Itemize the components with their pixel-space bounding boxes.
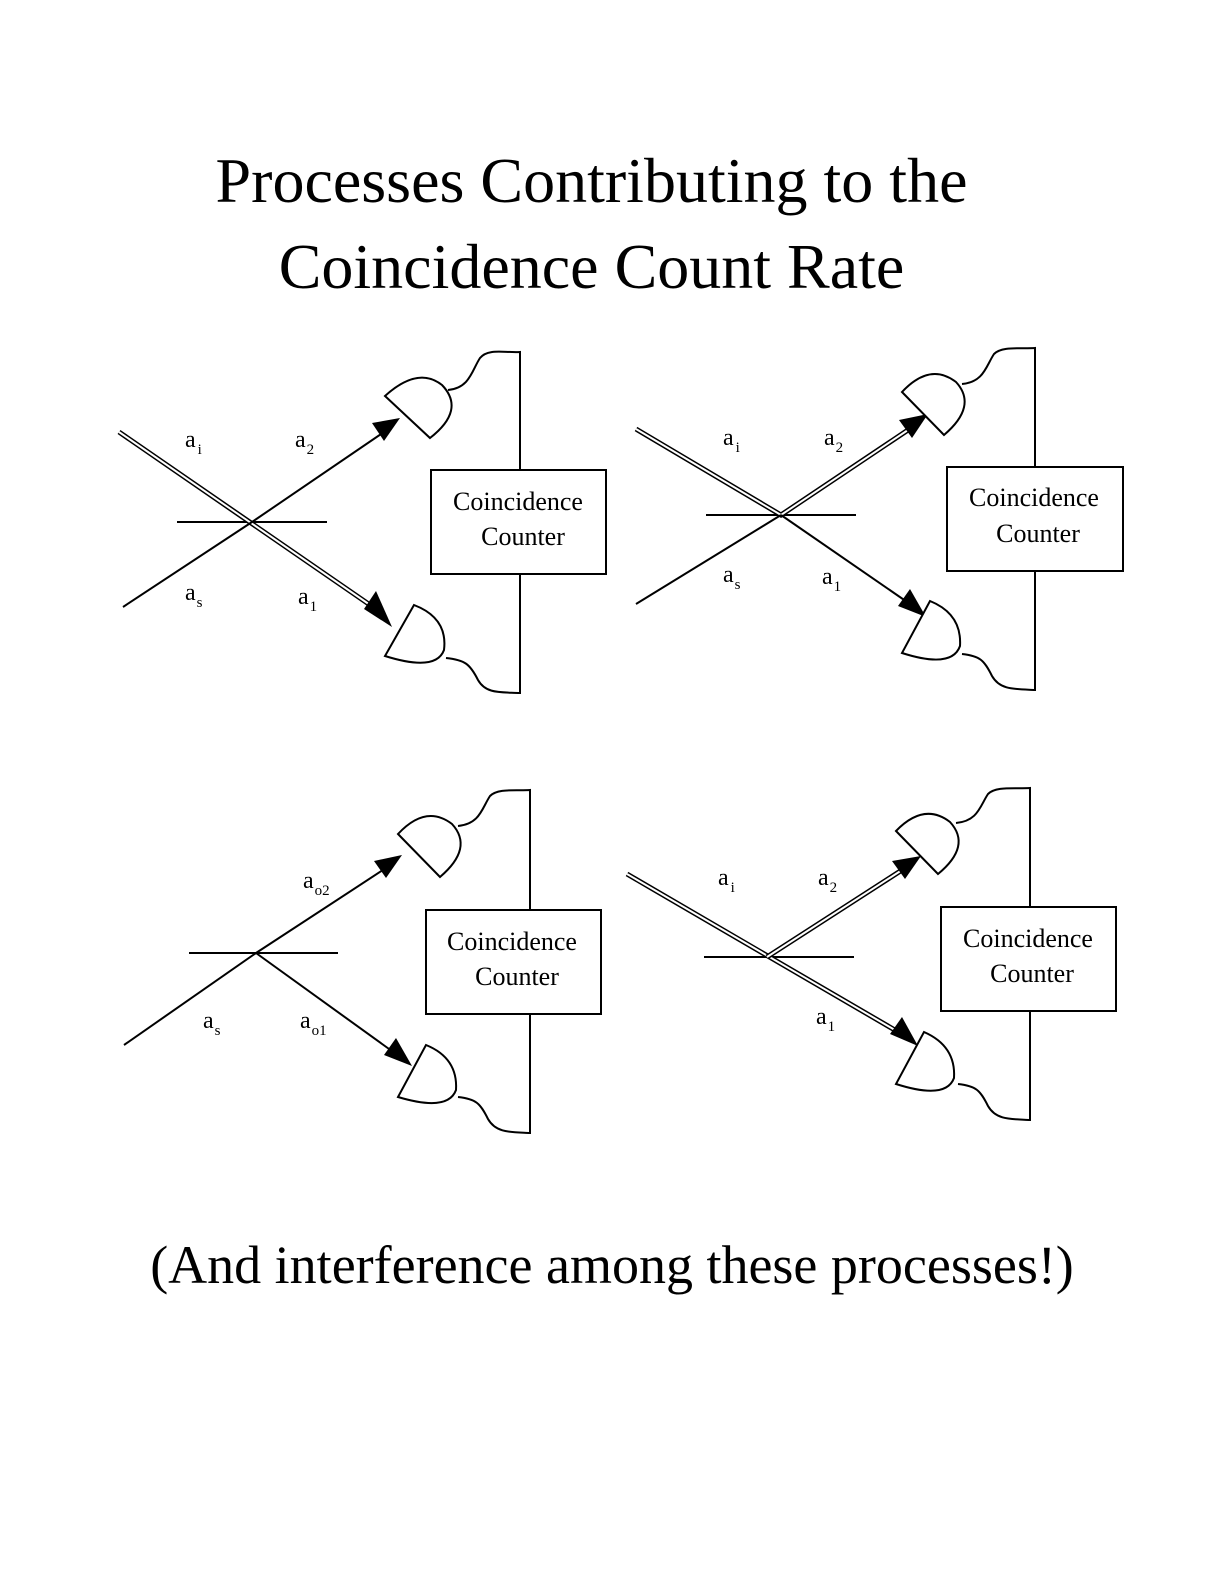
detector-upper xyxy=(894,812,960,876)
counter-label-line1: Coincidence xyxy=(963,924,1093,953)
label-ao2: ao2 xyxy=(303,868,330,899)
counter-label-line2: Counter xyxy=(990,959,1074,988)
detector-upper xyxy=(900,373,966,437)
coincidence-counter-box xyxy=(946,466,1124,572)
beam-a2 xyxy=(251,431,385,523)
arrowhead-a1 xyxy=(898,589,926,617)
beam-ao2 xyxy=(255,867,387,954)
idler-beam-inner xyxy=(118,431,374,608)
cable-upper xyxy=(961,346,1036,467)
label-as: as xyxy=(203,1008,221,1039)
label-a1: a1 xyxy=(822,564,841,595)
page-title: Processes Contributing to the Coincidenc… xyxy=(0,138,1183,310)
label-a1: a1 xyxy=(298,584,317,615)
footer-note: (And interference among these processes!… xyxy=(150,1235,1074,1295)
cable-lower xyxy=(957,1011,1031,1122)
arrowhead-a2 xyxy=(892,856,921,879)
cable-upper xyxy=(955,786,1031,907)
coincidence-counter-box xyxy=(425,909,602,1015)
detector-upper xyxy=(383,376,453,440)
beam-a1 xyxy=(780,514,911,605)
counter-label-line1: Coincidence xyxy=(447,927,577,956)
idler-beam-inner xyxy=(626,873,901,1034)
label-a2: a2 xyxy=(295,427,314,458)
beam-a2-inner xyxy=(766,869,903,958)
label-a2: a2 xyxy=(824,425,843,456)
coincidence-counter-box xyxy=(940,906,1117,1012)
detector-lower xyxy=(894,1030,956,1092)
cable-lower xyxy=(457,1014,531,1135)
label-ao1: ao1 xyxy=(300,1008,327,1039)
counter-label-line2: Counter xyxy=(996,519,1080,548)
label-a2: a2 xyxy=(818,865,837,896)
label-as: as xyxy=(185,580,203,611)
idler-beam-outer xyxy=(634,426,910,518)
arrowhead-a1 xyxy=(364,591,392,627)
coincidence-counter-box xyxy=(430,469,607,575)
signal-beam xyxy=(123,952,257,1046)
cable-upper xyxy=(457,788,531,910)
arrowhead-a1 xyxy=(890,1017,918,1046)
detector-lower xyxy=(396,1043,458,1105)
counter-label-line1: Coincidence xyxy=(969,483,1099,512)
signal-beam xyxy=(635,514,782,605)
cable-lower xyxy=(961,571,1036,692)
idler-beam-inner xyxy=(635,428,909,517)
label-a1: a1 xyxy=(816,1004,835,1035)
arrowhead-ao2 xyxy=(374,855,402,878)
arrowhead-ao1 xyxy=(384,1038,412,1066)
arrowhead-a2 xyxy=(899,414,928,438)
label-as: as xyxy=(723,562,741,593)
beam-ao1 xyxy=(255,952,397,1055)
arrowhead-a2 xyxy=(372,418,400,441)
detector-upper xyxy=(396,815,462,879)
panel-3: Coincidence Counter ao2 as ao1 xyxy=(123,788,602,1135)
detector-lower xyxy=(900,599,962,661)
signal-beam xyxy=(122,521,253,608)
title-line-1: Processes Contributing to the xyxy=(215,145,968,216)
counter-label-line1: Coincidence xyxy=(453,487,583,516)
cable-upper xyxy=(447,350,521,470)
title-line-2: Coincidence Count Rate xyxy=(278,231,905,302)
detector-lower xyxy=(383,603,446,664)
counter-label-line2: Counter xyxy=(481,522,565,551)
counter-label-line2: Counter xyxy=(475,962,559,991)
cable-lower xyxy=(445,574,521,695)
